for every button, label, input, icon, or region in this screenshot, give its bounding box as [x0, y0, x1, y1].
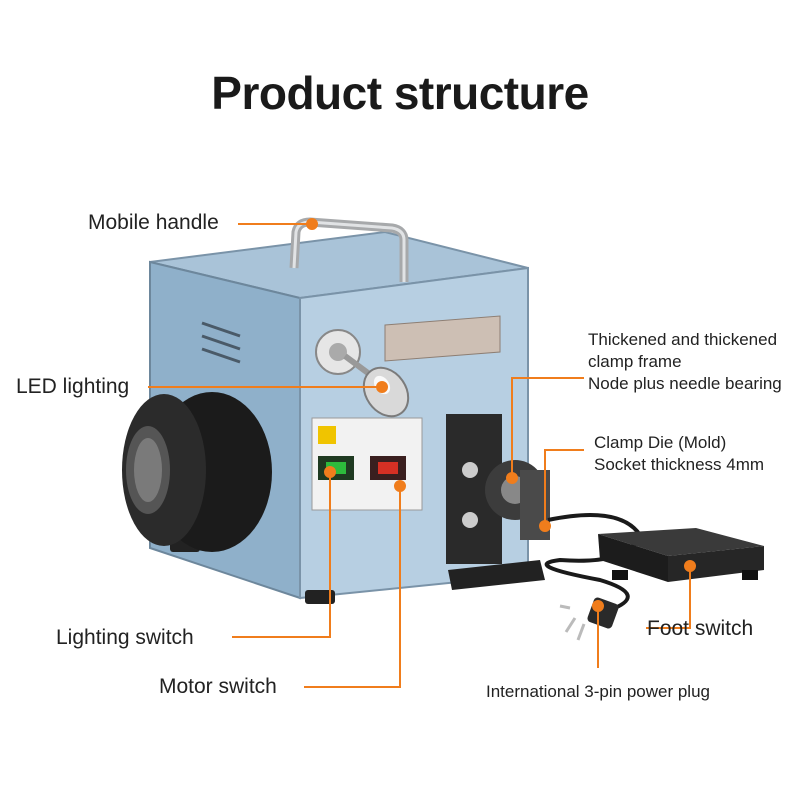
crimp-head: [446, 414, 550, 590]
label-mobile-handle: Mobile handle: [88, 211, 219, 234]
label-clamp-die: Clamp Die (Mold) Socket thickness 4mm: [594, 432, 764, 476]
label-lighting-switch: Lighting switch: [56, 626, 194, 649]
nameplate: [384, 315, 501, 362]
label-clamp-frame-line3: Node plus needle bearing: [588, 374, 782, 393]
label-clamp-die-line2: Socket thickness 4mm: [594, 455, 765, 474]
power-plug: [559, 597, 619, 641]
label-clamp-frame-line2: clamp frame: [588, 352, 682, 371]
label-foot-switch: Foot switch: [647, 617, 754, 640]
motor-drum: [122, 392, 272, 552]
label-led-lighting: LED lighting: [16, 375, 130, 398]
callout-lines: [148, 218, 696, 688]
foot-switch: [598, 528, 764, 582]
label-motor-switch: Motor switch: [159, 675, 277, 698]
label-clamp-frame: Thickened and thickened clamp frame Node…: [588, 329, 782, 395]
mobile-handle: [289, 217, 409, 282]
page-title: Product structure: [211, 67, 589, 119]
power-cable: [544, 513, 643, 612]
led-lamp: [315, 329, 410, 418]
label-power-plug: International 3-pin power plug: [486, 682, 710, 701]
label-clamp-die-line1: Clamp Die (Mold): [594, 433, 727, 452]
switch-panel: [311, 417, 423, 511]
label-clamp-frame-line1: Thickened and thickened: [588, 330, 778, 349]
